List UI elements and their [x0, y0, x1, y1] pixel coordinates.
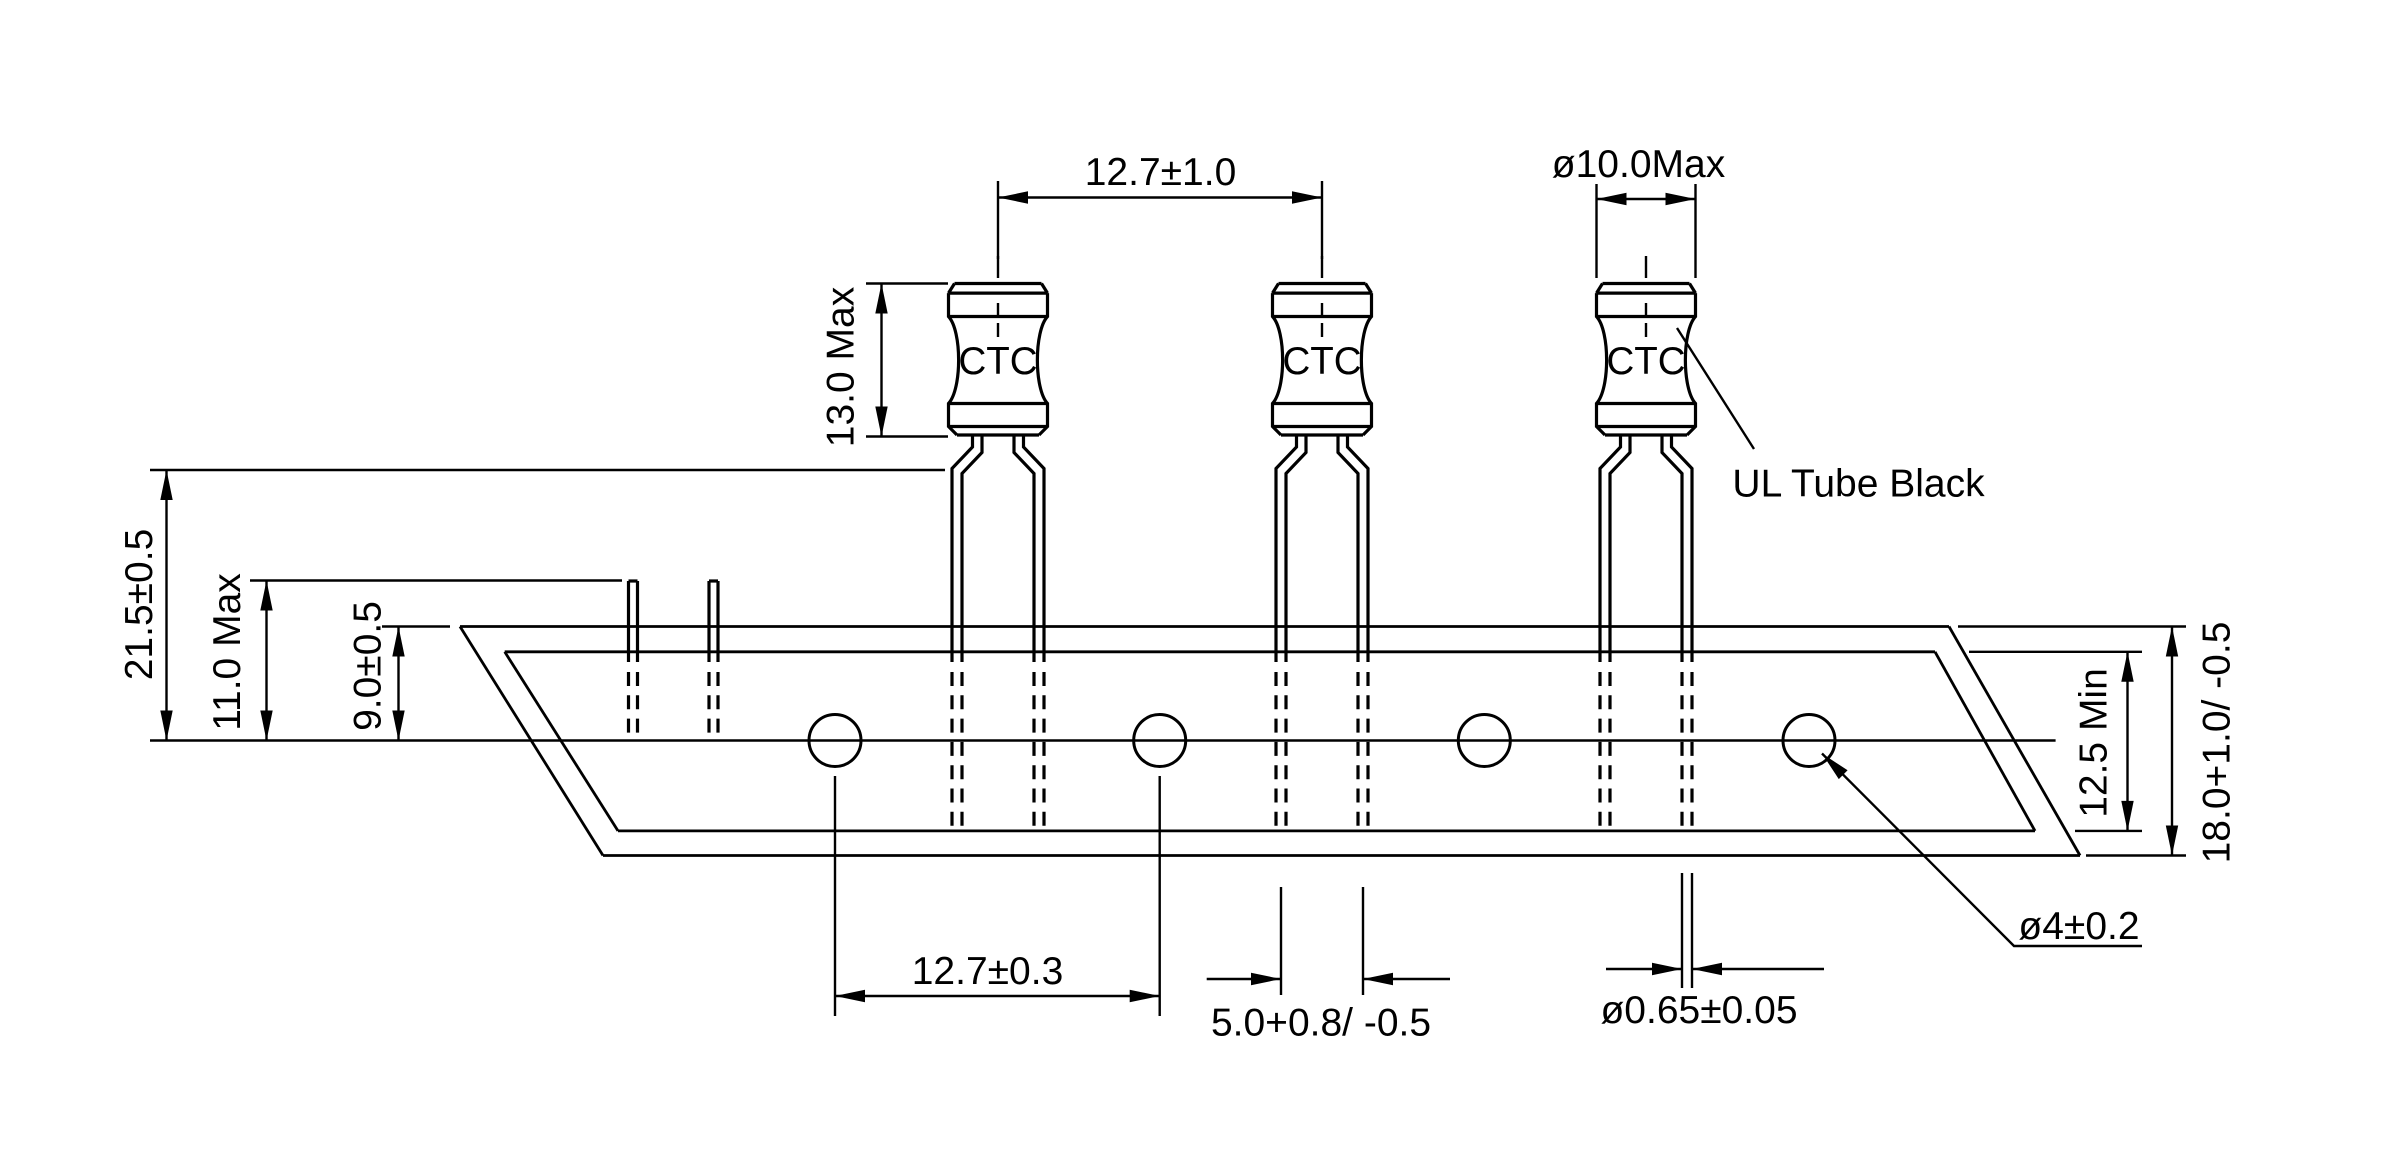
svg-text:12.7±1.0: 12.7±1.0: [1085, 151, 1237, 194]
svg-text:12.7±0.3: 12.7±0.3: [912, 950, 1064, 993]
svg-text:CTC: CTC: [1606, 340, 1685, 383]
svg-text:9.0±0.5: 9.0±0.5: [347, 601, 390, 731]
svg-text:5.0+0.8/ -0.5: 5.0+0.8/ -0.5: [1211, 1002, 1431, 1045]
svg-text:CTC: CTC: [1282, 340, 1361, 383]
svg-text:ø10.0Max: ø10.0Max: [1552, 143, 1726, 186]
svg-text:21.5±0.5: 21.5±0.5: [118, 529, 161, 681]
svg-text:18.0+1.0/ -0.5: 18.0+1.0/ -0.5: [2196, 622, 2239, 864]
svg-text:11.0 Max: 11.0 Max: [206, 573, 249, 731]
svg-text:13.0 Max: 13.0 Max: [820, 286, 863, 447]
svg-text:12.5 Min: 12.5 Min: [2073, 668, 2116, 818]
svg-text:ø0.65±0.05: ø0.65±0.05: [1600, 989, 1797, 1032]
svg-text:UL Tube Black: UL Tube Black: [1732, 463, 1985, 506]
svg-text:ø4±0.2: ø4±0.2: [2018, 905, 2139, 948]
svg-text:CTC: CTC: [958, 340, 1037, 383]
